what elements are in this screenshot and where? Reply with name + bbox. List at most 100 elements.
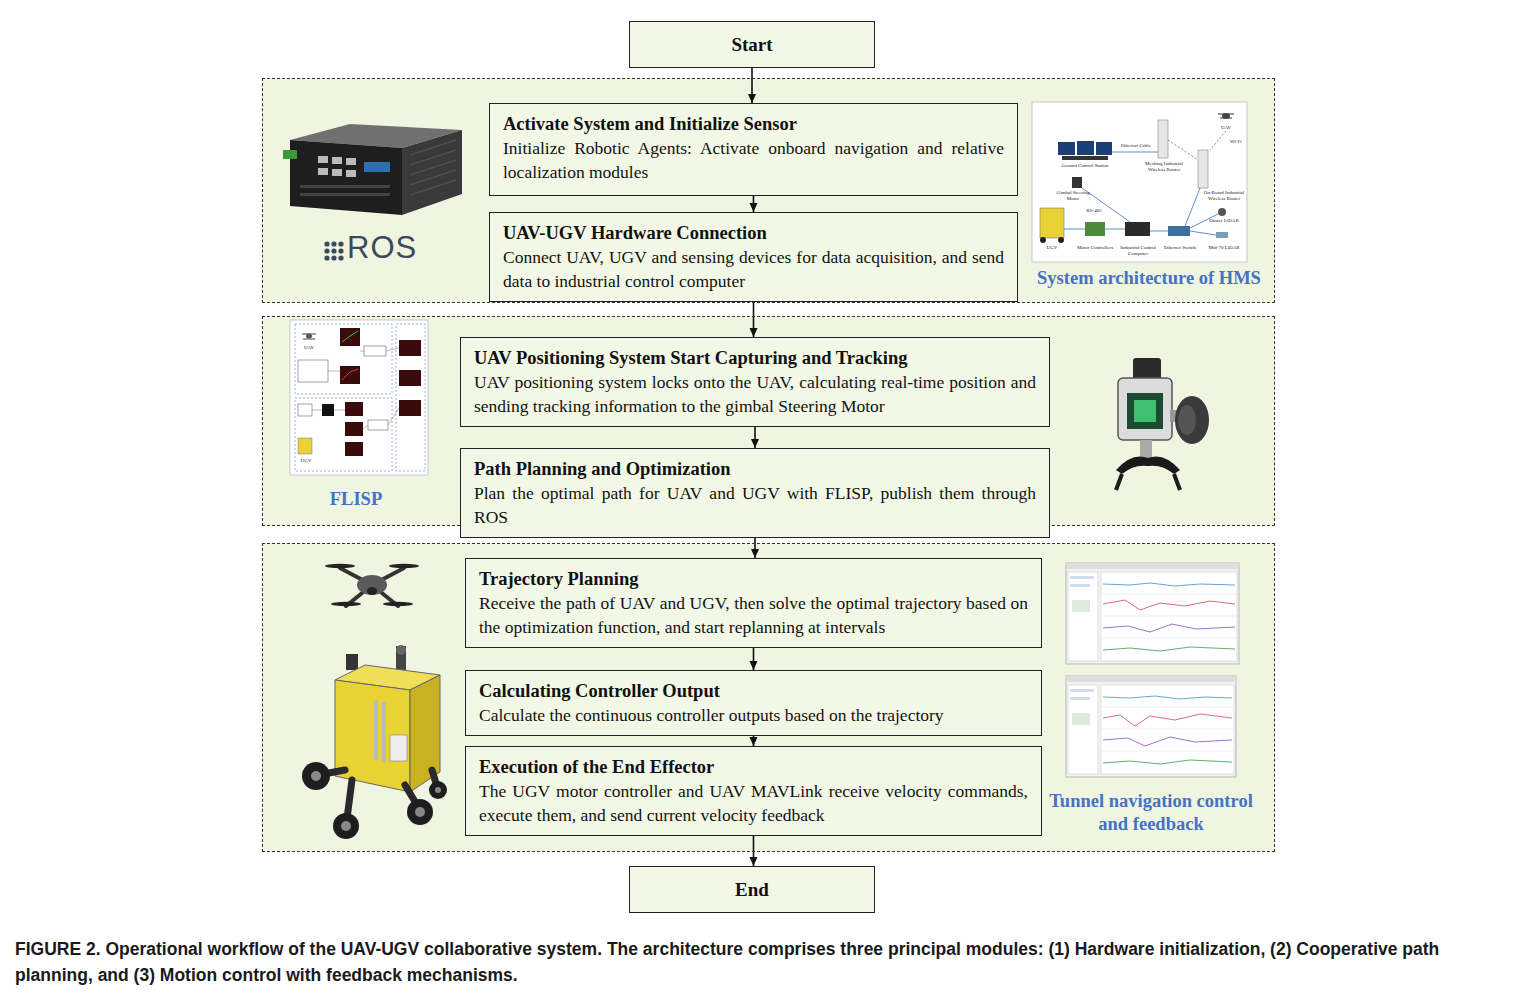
plot-screenshot — [1070, 584, 1090, 587]
band-ground — [262, 78, 1275, 303]
plot-screenshot — [1103, 760, 1232, 764]
plot-screenshot — [1068, 572, 1098, 661]
ugv-robot — [311, 771, 321, 781]
module-band: System architecture of HMS Activate Syste… — [262, 78, 1275, 303]
ugv-robot — [302, 762, 330, 790]
flisp-thumbnail — [399, 400, 421, 416]
architecture-thumbnail — [1222, 113, 1230, 119]
band-caption: FLISP — [301, 488, 411, 511]
plot-screenshot — [1101, 707, 1234, 751]
plot-screenshot — [1103, 624, 1235, 632]
architecture-thumbnail — [1218, 114, 1234, 118]
flow-arrow — [753, 648, 755, 670]
architecture-thumbnail — [1064, 188, 1218, 235]
step-title: Calculating Controller Output — [479, 679, 1028, 703]
flisp-thumbnail — [303, 339, 315, 340]
flisp-thumbnail — [399, 370, 421, 386]
flow-arrow — [754, 538, 756, 558]
step-description: Initialize Robotic Agents: Activate onbo… — [503, 136, 1004, 184]
gimbal-camera — [1127, 393, 1163, 429]
industrial-computer — [300, 193, 390, 196]
process-box: Trajectory PlanningReceive the path of U… — [465, 558, 1042, 648]
flisp-thumbnail — [298, 404, 312, 416]
flisp-thumbnail — [295, 324, 392, 394]
figure-label: Ouster LiDAR — [1203, 218, 1245, 224]
plot-screenshot — [1072, 600, 1090, 612]
figure-label: UGV — [1040, 245, 1064, 251]
architecture-thumbnail — [1185, 188, 1200, 226]
plot-screenshot — [1070, 697, 1090, 700]
architecture-thumbnail — [1032, 102, 1247, 262]
architecture-thumbnail — [1218, 208, 1226, 216]
architecture-thumbnail — [1032, 102, 1247, 262]
ros-logo-dots — [324, 241, 329, 246]
plot-screenshot — [1103, 600, 1235, 610]
flisp-thumbnail — [302, 334, 316, 339]
flisp-thumbnail — [363, 425, 368, 429]
architecture-thumbnail — [1158, 120, 1168, 158]
architecture-thumbnail — [1072, 177, 1082, 188]
ugv-robot — [410, 675, 440, 792]
plot-screenshot — [1103, 714, 1232, 726]
plot-screenshot — [1101, 638, 1237, 639]
uav-drone — [325, 564, 419, 606]
flisp-thumbnail — [342, 331, 358, 342]
figure-label: Wi-Fi — [1230, 139, 1245, 145]
ugv-robot — [333, 813, 359, 839]
terminal-box: End — [629, 866, 875, 913]
ugv-robot — [302, 645, 447, 839]
plot-screenshot — [1070, 576, 1094, 579]
flisp-thumbnail — [345, 422, 363, 436]
flisp-thumbnail — [364, 346, 386, 356]
plot-screenshot — [1101, 685, 1234, 774]
process-box: Calculating Controller OutputCalculate t… — [465, 670, 1042, 736]
terminal-text: End — [735, 878, 769, 902]
architecture-thumbnail — [1168, 226, 1190, 236]
architecture-thumbnail — [1150, 231, 1168, 232]
step-title: Execution of the End Effector — [479, 755, 1028, 779]
plot-screenshot — [1068, 685, 1098, 774]
plot-screenshot — [1101, 572, 1237, 661]
module-band: Tunnel navigation control and feedbackTr… — [262, 543, 1275, 852]
figure-label: UAV — [300, 345, 318, 351]
uav-drone — [367, 587, 377, 595]
flisp-thumbnail — [290, 320, 428, 475]
ugv-robot — [346, 654, 358, 670]
plot-screenshot — [1103, 737, 1232, 746]
architecture-thumbnail — [1096, 142, 1112, 155]
plot-screenshot — [1103, 696, 1232, 699]
figure-label: On-Board Industrial Wireless Router — [1203, 190, 1245, 202]
industrial-computer — [346, 170, 356, 177]
ros-logo-dots — [331, 248, 336, 253]
flisp-thumbnail — [388, 408, 399, 425]
figure-label: Motor Controllers — [1076, 245, 1114, 251]
flow-arrow — [751, 68, 753, 103]
step-description: UAV positioning system locks onto the UA… — [474, 370, 1036, 418]
architecture-thumbnail — [1058, 142, 1075, 155]
industrial-computer — [402, 130, 462, 215]
figure-label: RS-485 — [1084, 208, 1104, 214]
architecture-thumbnail — [1210, 131, 1226, 150]
uav-drone — [389, 564, 419, 568]
architecture-thumbnail — [1216, 232, 1228, 238]
band-caption: System architecture of HMS — [1025, 267, 1273, 290]
step-title: Trajectory Planning — [479, 567, 1028, 591]
industrial-computer — [364, 162, 390, 172]
module-band: FLISPUAV Positioning System Start Captur… — [262, 316, 1275, 526]
figure-label: Industrial Control Computer — [1116, 245, 1160, 257]
figure-label: UGV — [297, 458, 315, 464]
industrial-computer — [283, 150, 297, 159]
industrial-computer — [318, 156, 328, 163]
step-title: Activate System and Initialize Sensor — [503, 112, 1004, 136]
plot-screenshot — [1066, 563, 1239, 569]
figure-label: Meshing Industrial Wireless Router — [1138, 161, 1190, 173]
ugv-robot — [435, 787, 441, 793]
plot-screenshot — [1101, 594, 1237, 638]
band-ground — [262, 543, 1275, 852]
architecture-thumbnail — [1064, 229, 1085, 230]
gimbal-camera — [1116, 457, 1180, 475]
logo-text: ROS — [347, 232, 427, 263]
plot-screenshot — [1066, 676, 1236, 777]
industrial-computer — [290, 140, 402, 215]
industrial-computer — [410, 180, 456, 195]
